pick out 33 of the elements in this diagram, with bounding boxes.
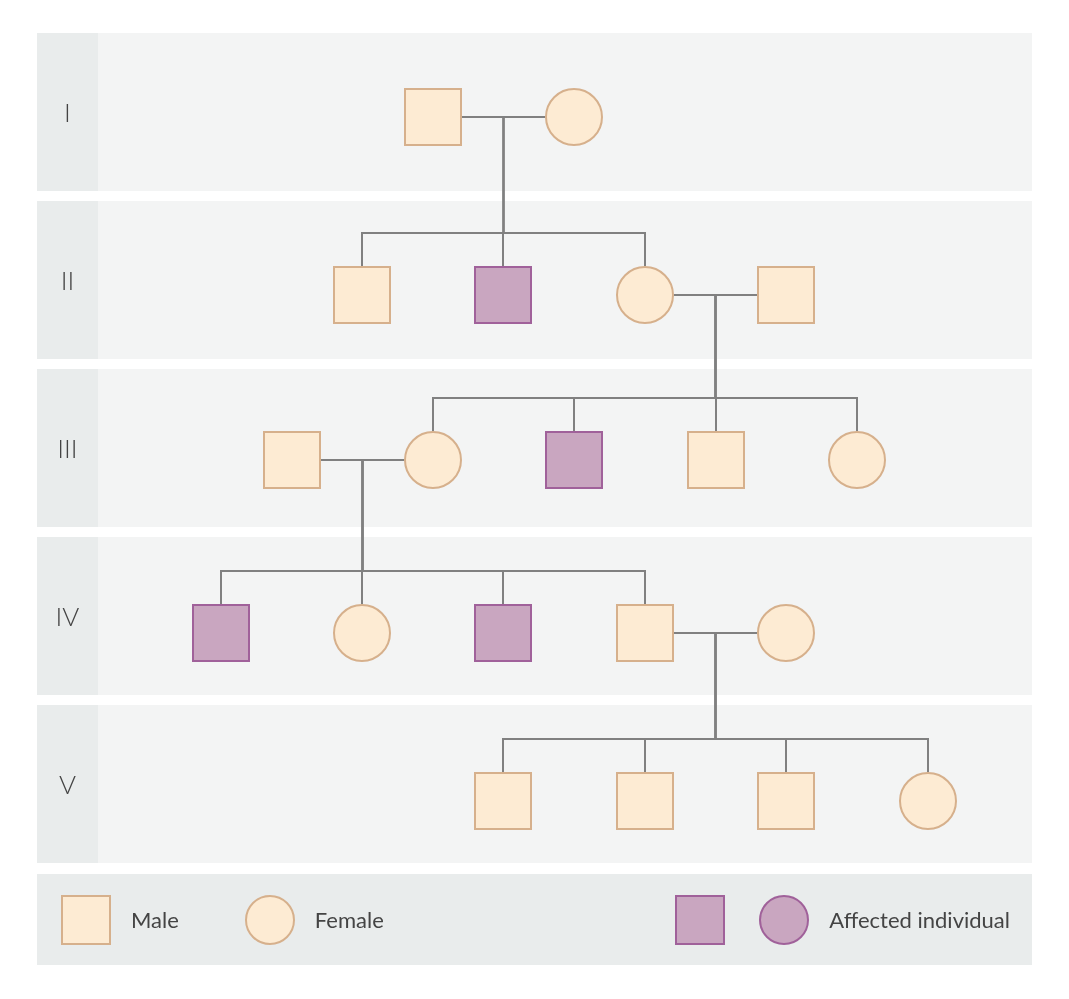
male-symbol [616, 772, 674, 830]
generation-label: IV [37, 537, 98, 695]
male-symbol [474, 772, 532, 830]
affected-male-symbol [545, 431, 603, 489]
affected-male-symbol [474, 604, 532, 662]
legend-label: Female [314, 905, 384, 935]
male-symbol [616, 604, 674, 662]
legend-label: Male [131, 905, 179, 935]
generation-label: I [37, 33, 98, 191]
generation-label: V [37, 705, 98, 863]
affected-male-symbol [474, 266, 532, 324]
generation-label: II [37, 201, 98, 359]
generation-band [37, 705, 1032, 863]
male-symbol [333, 266, 391, 324]
female-symbol [757, 604, 815, 662]
female-symbol [616, 266, 674, 324]
female-symbol [404, 431, 462, 489]
generation-band [37, 33, 1032, 191]
female-symbol [828, 431, 886, 489]
male-symbol [263, 431, 321, 489]
male-symbol [757, 266, 815, 324]
male-symbol [687, 431, 745, 489]
generation-band [37, 201, 1032, 359]
affected-male-symbol [192, 604, 250, 662]
generation-band [37, 369, 1032, 527]
female-symbol [333, 604, 391, 662]
legend-label: Affected individual [829, 905, 1010, 935]
male-symbol [757, 772, 815, 830]
generation-band [37, 537, 1032, 695]
male-symbol [404, 88, 462, 146]
generation-label: III [37, 369, 98, 527]
female-symbol [899, 772, 957, 830]
female-symbol [545, 88, 603, 146]
